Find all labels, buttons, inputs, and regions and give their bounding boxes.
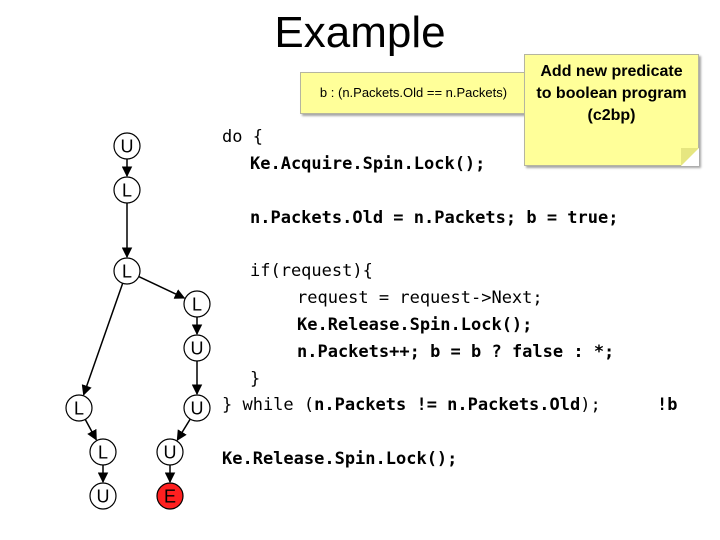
add-predicate-line-3: (c2bp)	[587, 107, 636, 124]
graph-node-label: U	[191, 339, 204, 359]
add-predicate-line-1: Add new predicate	[540, 63, 683, 80]
graph-node-circle	[156, 438, 184, 466]
graph-node-n4: L	[183, 290, 211, 318]
code-line-while: } while (n.Packets != n.Packets.Old);	[222, 395, 601, 415]
graph-node-circle	[113, 176, 141, 204]
graph-node-circle	[183, 334, 211, 362]
graph-edge	[176, 418, 191, 441]
graph-node-circle	[113, 132, 141, 160]
graph-node-circle	[113, 257, 141, 285]
graph-node-label: L	[122, 181, 132, 201]
graph-node-n6: U	[183, 394, 211, 422]
graph-node-label: L	[98, 443, 108, 463]
code-line-if: if(request){	[250, 261, 373, 281]
graph-edge	[84, 419, 97, 441]
graph-node-n11: E	[156, 482, 184, 510]
code-assign-b: b = true;	[516, 208, 619, 228]
code-while-condition: n.Packets != n.Packets.Old	[314, 395, 581, 415]
code-b-update: b = b ? false : *;	[419, 342, 615, 362]
code-line-close-if: }	[250, 369, 261, 389]
predicate-note: b : (n.Packets.Old == n.Packets)	[300, 72, 527, 114]
slide-title: Example	[274, 8, 446, 57]
code-not-b: !b	[657, 395, 677, 415]
graph-node-label: L	[192, 295, 202, 315]
graph-node-n3: L	[113, 257, 141, 285]
graph-node-circle	[89, 482, 117, 510]
graph-node-n7: L	[65, 394, 93, 422]
graph-node-label: U	[121, 137, 134, 157]
graph-node-label: L	[74, 399, 84, 419]
graph-node-circle	[65, 394, 93, 422]
add-predicate-note: Add new predicate to boolean program (c2…	[524, 54, 699, 166]
note-fold-corner	[681, 148, 699, 166]
graph-node-n1: U	[113, 132, 141, 160]
code-line-assign: n.Packets.Old = n.Packets; b = true;	[250, 208, 618, 228]
graph-node-circle	[156, 482, 184, 510]
graph-node-label: U	[191, 399, 204, 419]
graph-node-label: L	[122, 262, 132, 282]
code-release-outer-call: Ke.Release.Spin.Lock();	[222, 449, 458, 469]
graph-node-circle	[183, 290, 211, 318]
code-line-do: do {	[222, 127, 263, 147]
code-release-inner-call: Ke.Release.Spin.Lock();	[297, 315, 533, 335]
graph-node-label: U	[97, 487, 110, 507]
code-assign-old: n.Packets.Old = n.Packets;	[250, 208, 517, 228]
code-line-release-outer: Ke.Release.Spin.Lock();	[222, 449, 457, 469]
code-while-open: } while (	[222, 395, 315, 415]
code-while-close: );	[580, 395, 601, 415]
graph-node-circle	[89, 438, 117, 466]
code-acquire-call: Ke.Acquire.Spin.Lock();	[250, 154, 486, 174]
code-line-release-inner: Ke.Release.Spin.Lock();	[297, 315, 532, 335]
code-line-next: request = request->Next;	[297, 288, 543, 308]
graph-edge	[81, 283, 124, 396]
code-line-increment: n.Packets++; b = b ? false : *;	[297, 342, 614, 362]
graph-node-label: E	[164, 487, 176, 507]
graph-node-n9: U	[156, 438, 184, 466]
code-not-b-text: !b	[657, 395, 678, 415]
graph-node-n5: U	[183, 334, 211, 362]
predicate-note-text: b : (n.Packets.Old == n.Packets)	[319, 85, 508, 100]
add-predicate-line-2: to boolean program	[536, 85, 687, 102]
graph-node-n2: L	[113, 176, 141, 204]
graph-node-n10: U	[89, 482, 117, 510]
graph-node-n8: L	[89, 438, 117, 466]
graph-node-circle	[183, 394, 211, 422]
graph-node-label: U	[164, 443, 177, 463]
code-line-acquire: Ke.Acquire.Spin.Lock();	[250, 154, 485, 174]
code-increment: n.Packets++;	[297, 342, 420, 362]
graph-edge	[138, 275, 186, 299]
